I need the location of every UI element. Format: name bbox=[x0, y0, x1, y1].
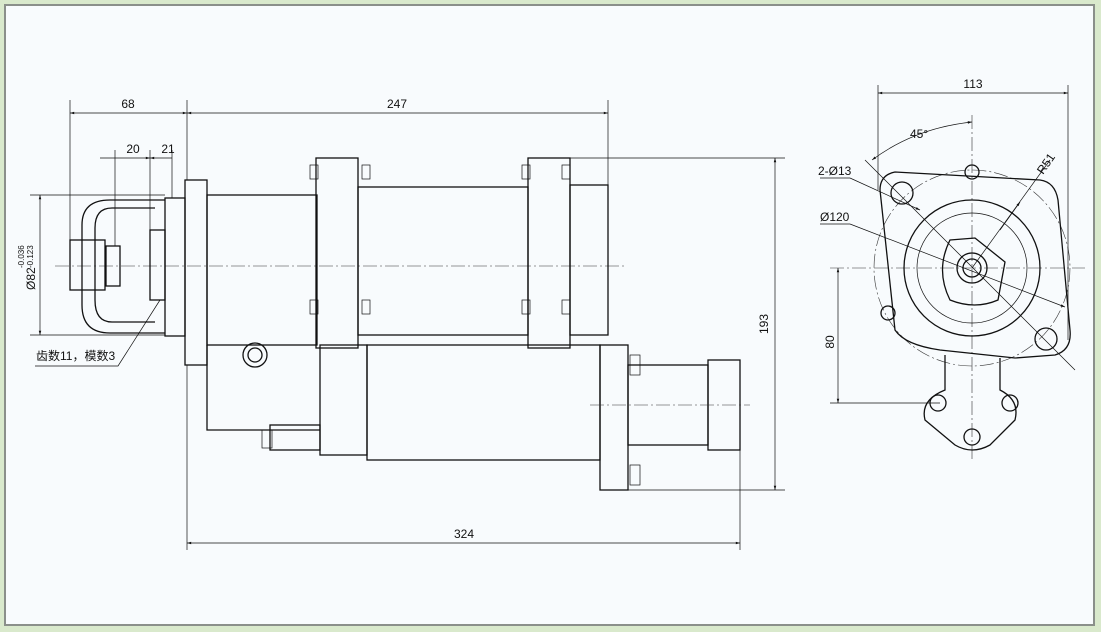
dim-20: 20 bbox=[126, 142, 140, 156]
tolerance-upper: -0.036 bbox=[17, 245, 26, 268]
dim-angle-45: 45° bbox=[910, 127, 928, 141]
tolerance-lower: -0.123 bbox=[26, 245, 35, 268]
gear-note: 齿数11，模数3 bbox=[36, 348, 115, 363]
dim-radius-51: R51 bbox=[1034, 150, 1058, 176]
drawing-sheet bbox=[4, 4, 1095, 626]
dim-21: 21 bbox=[161, 142, 175, 156]
dim-80: 80 bbox=[823, 335, 837, 349]
dim-247: 247 bbox=[387, 97, 407, 111]
dim-324: 324 bbox=[454, 527, 474, 541]
dim-diameter-120: Ø120 bbox=[820, 210, 850, 224]
dim-holes: 2-Ø13 bbox=[818, 164, 852, 178]
dim-68: 68 bbox=[121, 97, 135, 111]
dim-diameter-82: Ø82 bbox=[24, 267, 38, 290]
dim-113: 113 bbox=[963, 77, 982, 91]
side-view: 113 45° 2-Ø13 Ø120 R51 80 bbox=[818, 77, 1085, 460]
front-view: 68 247 20 21 324 193 Ø82 -0.036 -0.123 齿… bbox=[17, 97, 785, 550]
dim-193: 193 bbox=[757, 314, 771, 334]
